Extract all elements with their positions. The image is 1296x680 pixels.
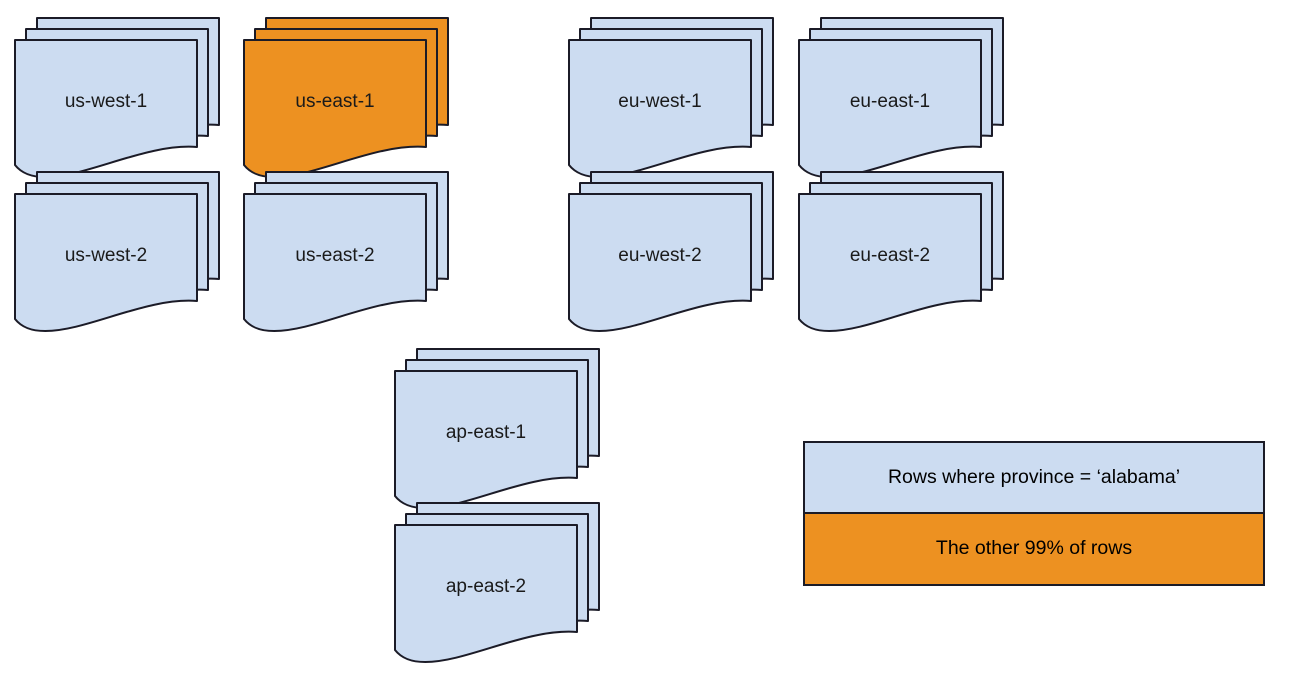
region-stack-eu-west-1[interactable]: eu-west-1 (568, 17, 781, 179)
region-stack-eu-east-1[interactable]: eu-east-1 (798, 17, 1011, 179)
legend-label-highlighted-subset: Rows where province = ‘alabama’ (887, 465, 1181, 488)
stack-sheet-ap-east-2-1 (394, 524, 578, 663)
stack-sheet-eu-west-2-1 (568, 193, 752, 332)
legend-label-remaining-rows: The other 99% of rows (935, 537, 1133, 560)
stack-sheet-eu-east-2-1 (798, 193, 982, 332)
region-stack-us-east-2[interactable]: us-east-2 (243, 171, 456, 333)
region-stack-eu-west-2[interactable]: eu-west-2 (568, 171, 781, 333)
stack-sheet-us-west-2-1 (14, 193, 198, 332)
legend: Rows where province = ‘alabama’ The othe… (803, 441, 1265, 586)
stack-sheet-eu-east-1-1 (798, 39, 982, 178)
region-stack-us-west-2[interactable]: us-west-2 (14, 171, 227, 333)
legend-row-highlighted-subset: Rows where province = ‘alabama’ (805, 443, 1263, 514)
region-stack-ap-east-2[interactable]: ap-east-2 (394, 502, 607, 664)
stack-sheet-us-east-1-1 (243, 39, 427, 178)
region-stack-eu-east-2[interactable]: eu-east-2 (798, 171, 1011, 333)
region-stack-ap-east-1[interactable]: ap-east-1 (394, 348, 607, 510)
region-stack-us-east-1[interactable]: us-east-1 (243, 17, 456, 179)
region-stack-us-west-1[interactable]: us-west-1 (14, 17, 227, 179)
stack-sheet-us-east-2-1 (243, 193, 427, 332)
legend-row-remaining-rows: The other 99% of rows (805, 513, 1263, 584)
stack-sheet-ap-east-1-1 (394, 370, 578, 509)
stack-sheet-us-west-1-1 (14, 39, 198, 178)
stack-sheet-eu-west-1-1 (568, 39, 752, 178)
